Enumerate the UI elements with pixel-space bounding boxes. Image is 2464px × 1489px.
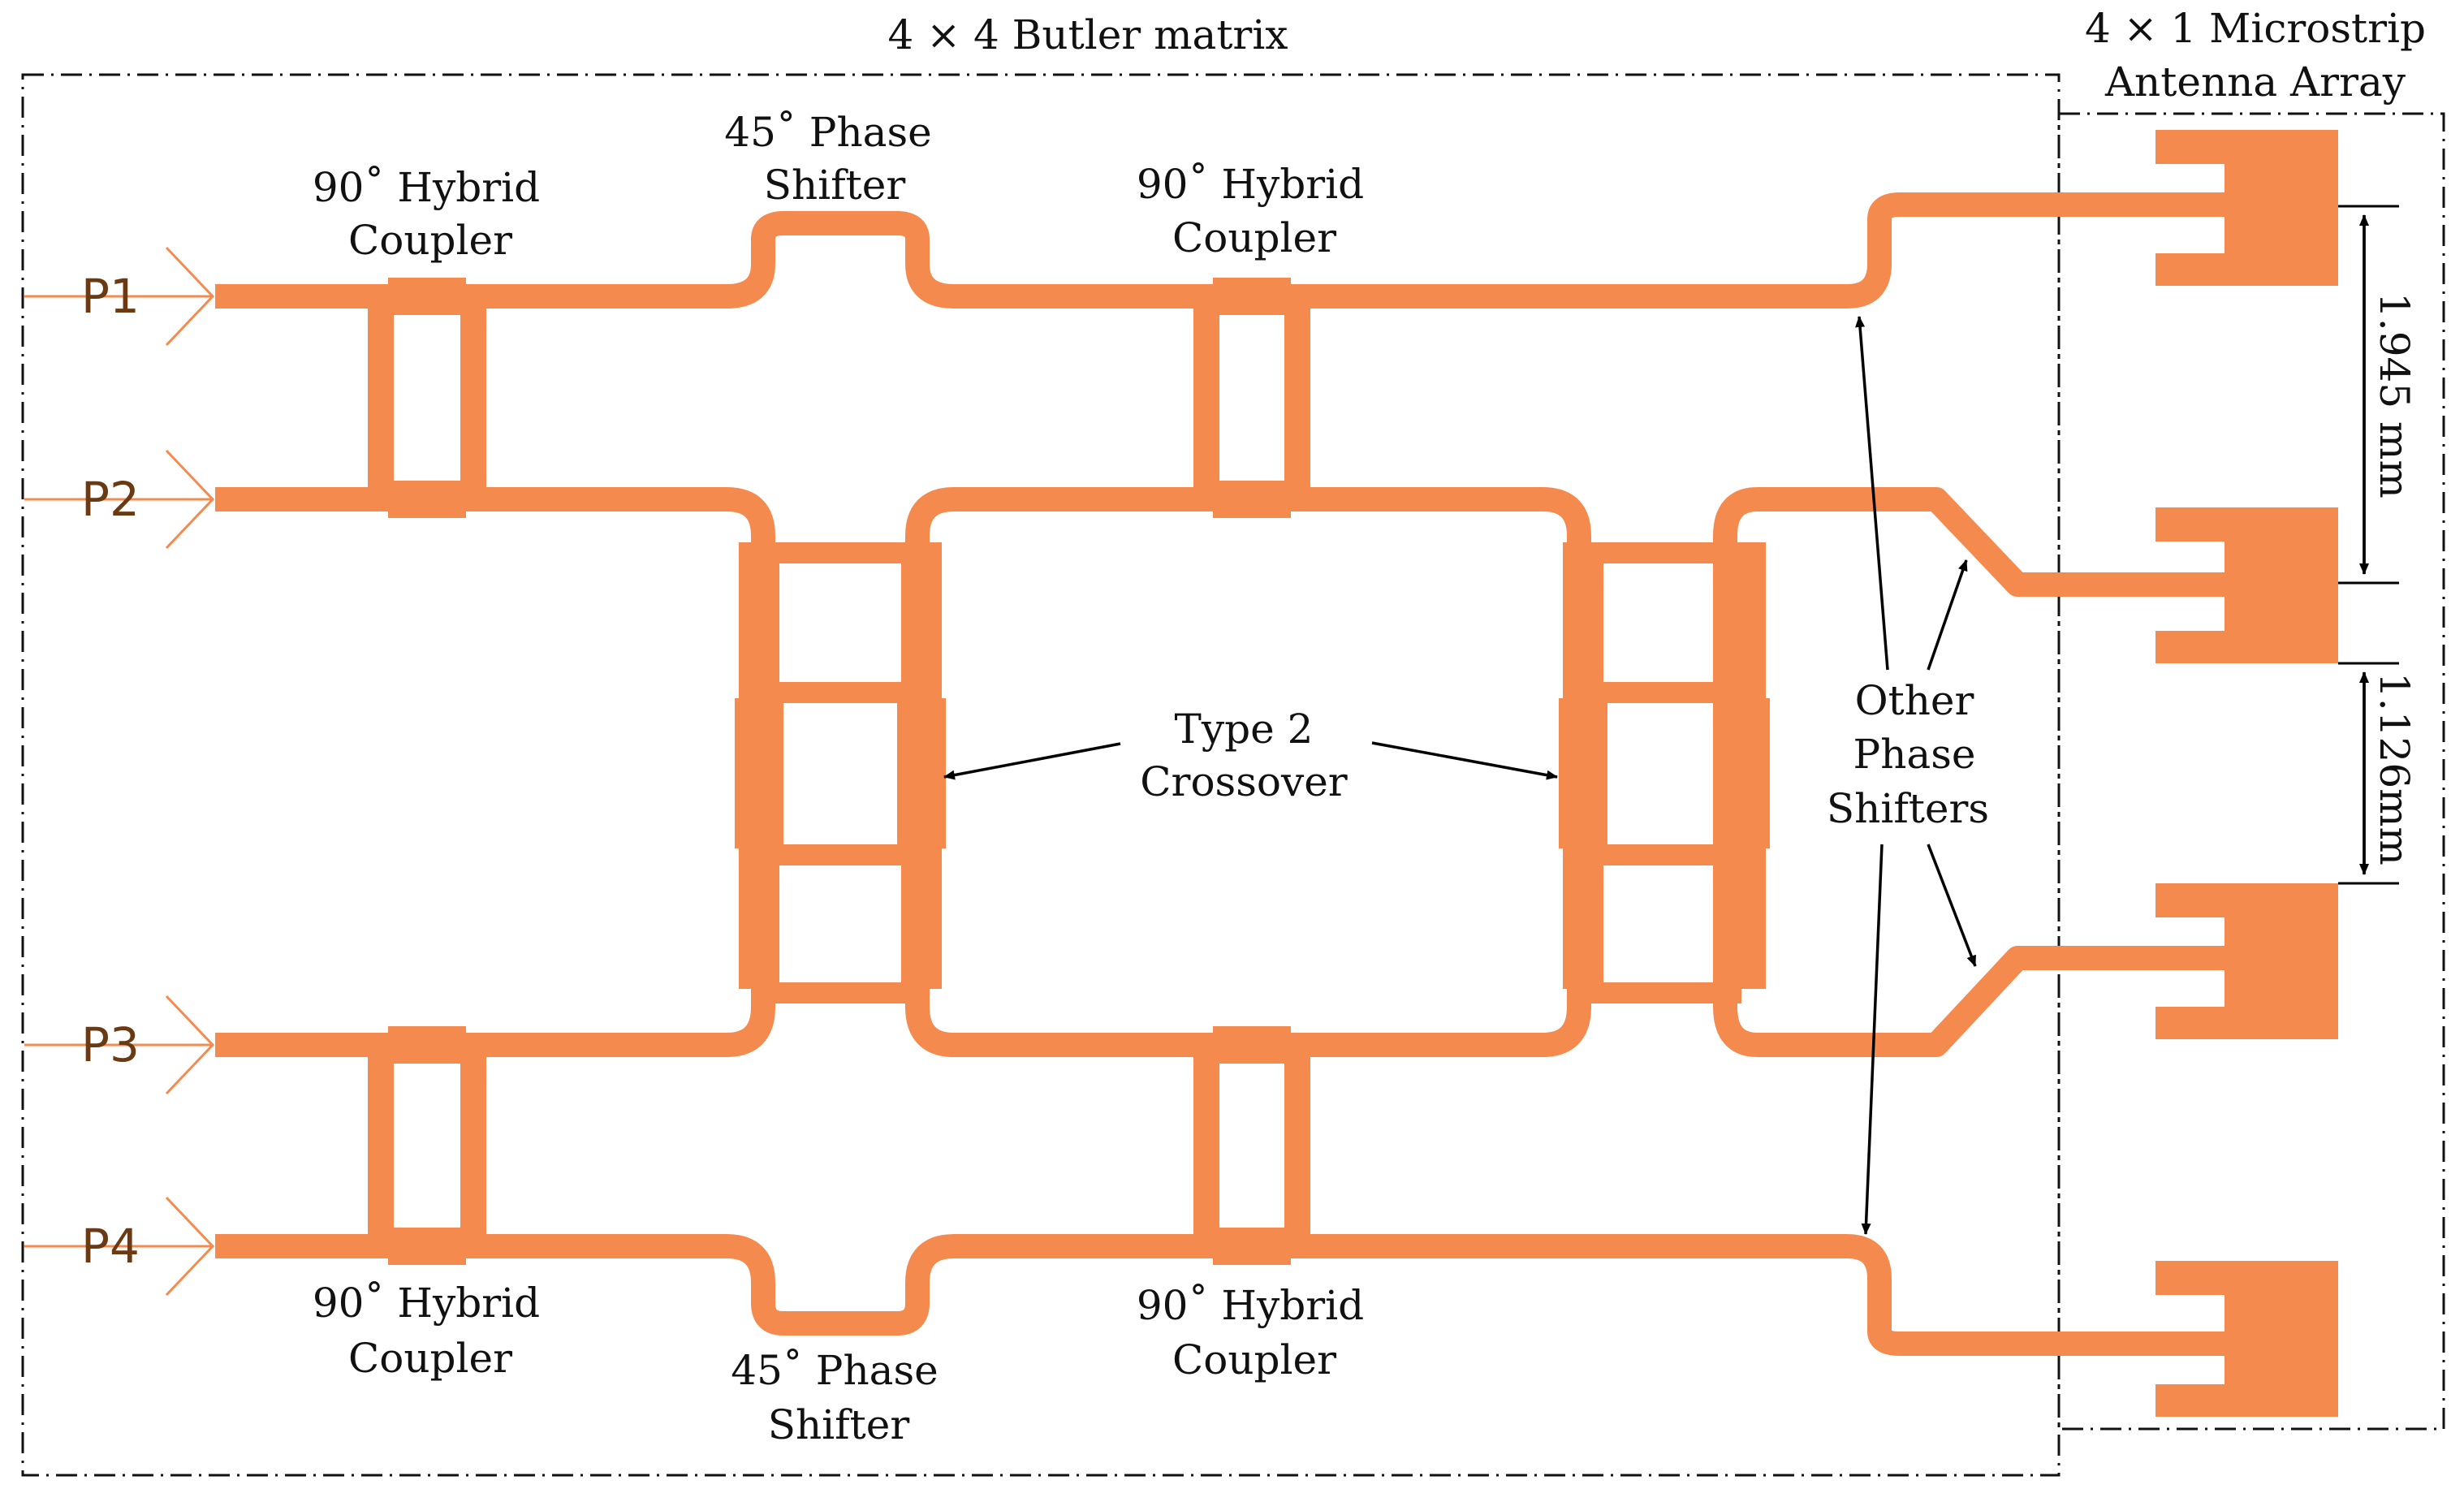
label-crossover-1: Type 2 — [1175, 706, 1314, 753]
label-phase-shifter-top-2: Shifter — [764, 162, 906, 209]
antenna-patch-2 — [2155, 507, 2338, 663]
label-phase-shifter-top-1: 45˚ Phase — [724, 109, 931, 156]
butler-matrix-title: 4 × 4 Butler matrix — [887, 11, 1288, 58]
label-other-phase-shifters-1: Other — [1855, 677, 1974, 724]
hybrid-coupler-bottom-mid — [1193, 1026, 1310, 1265]
antenna-patch-3 — [2155, 883, 2338, 1039]
label-hybrid-top-left-1: 90˚ Hybrid — [313, 164, 540, 211]
phase-shifter-arrows — [1855, 316, 1977, 1235]
label-hybrid-bottom-left-2: Coupler — [348, 1335, 512, 1382]
antenna-patch-4 — [2155, 1261, 2338, 1417]
svg-text:1.126mm: 1.126mm — [2371, 672, 2418, 865]
label-hybrid-bottom-mid-1: 90˚ Hybrid — [1137, 1282, 1364, 1329]
label-hybrid-bottom-mid-2: Coupler — [1172, 1336, 1336, 1383]
crossover-arrows — [943, 741, 1558, 780]
svg-text:P3: P3 — [81, 1017, 140, 1073]
antenna-array-title-line2: Antenna Array — [2104, 58, 2406, 106]
port-p1: P1 — [24, 246, 215, 347]
port-p3: P3 — [24, 995, 215, 1095]
svg-text:P2: P2 — [81, 472, 140, 527]
hybrid-coupler-top-mid — [1193, 278, 1310, 518]
svg-text:P1: P1 — [81, 269, 140, 324]
label-phase-shifter-bottom-2: Shifter — [768, 1401, 910, 1448]
label-crossover-2: Crossover — [1140, 758, 1348, 805]
microstrip-traces — [215, 192, 2233, 1356]
svg-text:P4: P4 — [81, 1219, 140, 1274]
label-hybrid-top-mid-1: 90˚ Hybrid — [1137, 161, 1364, 208]
port-p4: P4 — [24, 1196, 215, 1297]
antenna-patch-1 — [2155, 130, 2338, 286]
crossover-left — [735, 542, 946, 1003]
butler-matrix-boundary — [21, 73, 2061, 1477]
label-hybrid-top-mid-2: Coupler — [1172, 214, 1336, 261]
port-p2: P2 — [24, 449, 215, 550]
dimension-1126: 1.126mm — [2338, 662, 2418, 885]
crossover-right — [1559, 542, 1770, 1003]
dimension-1945: 1.945 mm — [2338, 205, 2418, 585]
label-hybrid-top-left-2: Coupler — [348, 217, 512, 264]
hybrid-coupler-top-left — [368, 278, 486, 518]
hybrid-coupler-bottom-left — [368, 1026, 486, 1265]
svg-text:1.945 mm: 1.945 mm — [2371, 292, 2418, 498]
label-other-phase-shifters-3: Shifters — [1827, 785, 1989, 832]
label-phase-shifter-bottom-1: 45˚ Phase — [731, 1347, 938, 1394]
antenna-array-boundary — [2057, 112, 2445, 1431]
label-other-phase-shifters-2: Phase — [1853, 731, 1976, 778]
antenna-array-title-line1: 4 × 1 Microstrip — [2085, 5, 2426, 52]
label-hybrid-bottom-left-1: 90˚ Hybrid — [313, 1280, 540, 1327]
